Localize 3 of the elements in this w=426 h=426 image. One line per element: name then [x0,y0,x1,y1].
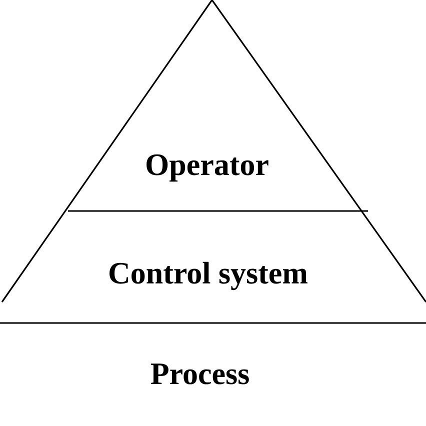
level-label: Process [150,364,249,384]
level-label: Control system [110,262,308,290]
level-label: Operator [146,154,268,182]
